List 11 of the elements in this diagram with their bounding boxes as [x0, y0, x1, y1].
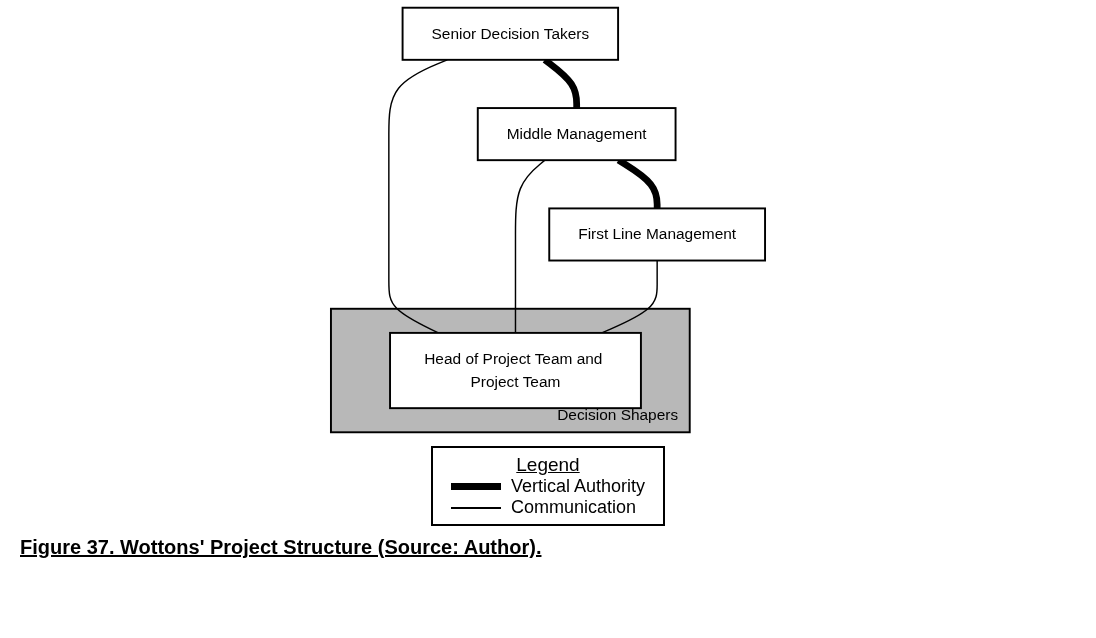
legend-title: Legend: [515, 454, 581, 476]
node-box: Head of Project Team and Project Team: [389, 331, 642, 410]
node-box: First Line Management: [548, 207, 766, 262]
legend-text: Communication: [510, 497, 636, 518]
connector: [601, 259, 658, 334]
legend-text: Vertical Authority: [510, 476, 646, 497]
node-box: Middle Management: [476, 107, 677, 162]
node-box: Senior Decision Takers: [401, 6, 620, 61]
connector: [388, 59, 448, 334]
connector: [514, 159, 546, 334]
figure-caption: Figure 37. Wottons' Project Structure (Source: Author).: [20, 536, 542, 559]
